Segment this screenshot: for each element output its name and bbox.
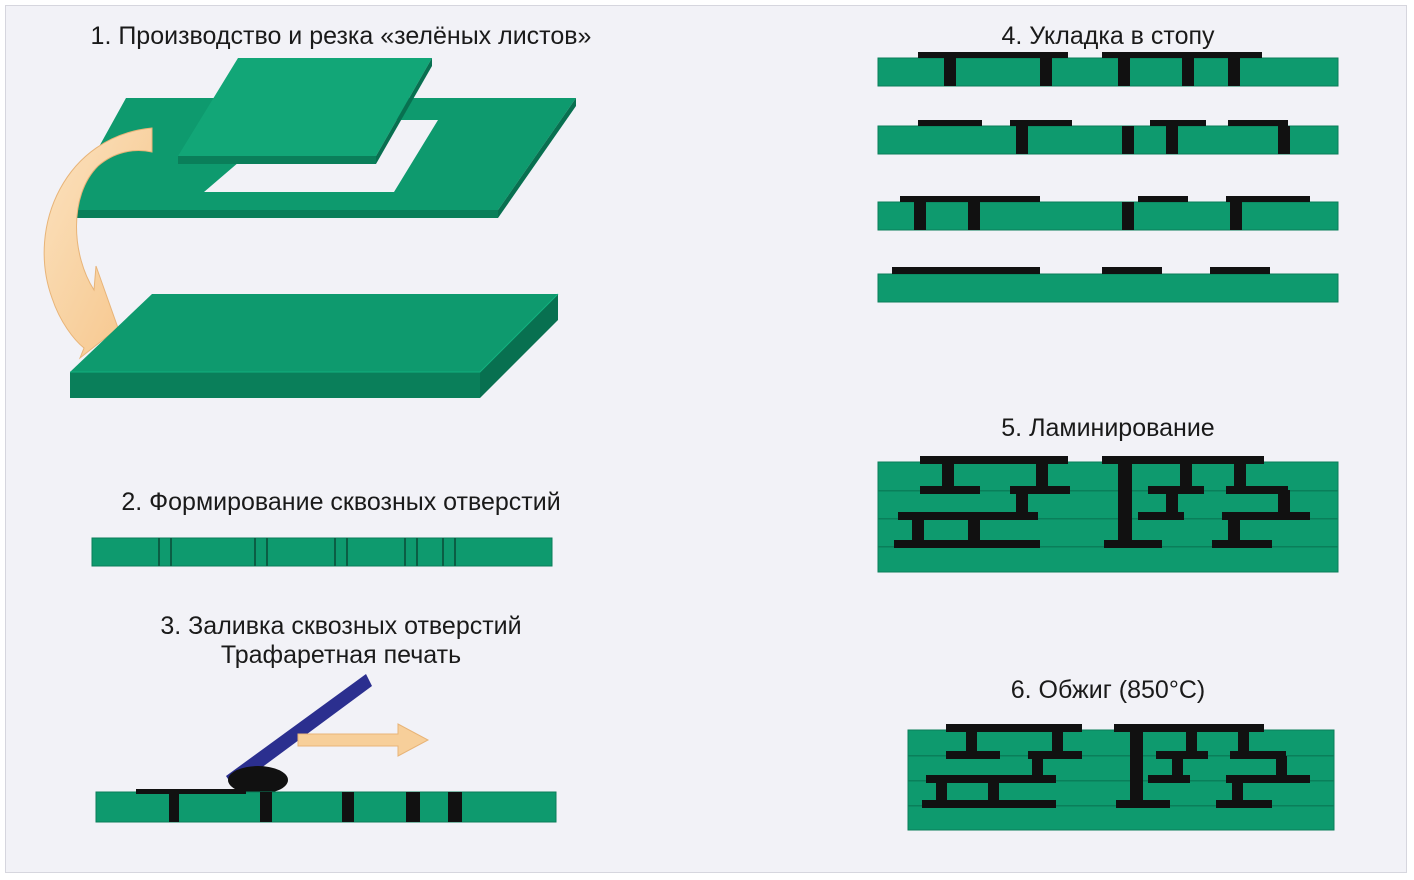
- process-diagram: 1. Производство и резка «зелёных листов»…: [5, 5, 1407, 873]
- layer-a: [877, 52, 1339, 87]
- layer-b: [877, 120, 1339, 155]
- diagram-canvas: 1. Производство и резка «зелёных листов»…: [43, 22, 1339, 831]
- green-sheet-cut-illustration: [43, 58, 576, 398]
- step6-label: 6. Обжиг (850°C): [1011, 676, 1205, 704]
- sheet-with-via-holes: [91, 537, 553, 567]
- step1-label: 1. Производство и резка «зелёных листов»: [91, 22, 592, 50]
- stacked-layers-illustration: [877, 52, 1339, 303]
- conductive-paste: [228, 766, 288, 794]
- fired-stack-illustration: [907, 724, 1335, 831]
- step5-label: 5. Ламинирование: [1001, 414, 1214, 442]
- laminated-stack-illustration: [877, 456, 1339, 573]
- squeegee-icon: [226, 674, 372, 788]
- screen-printing-illustration: [95, 674, 557, 823]
- layer-c: [877, 196, 1339, 231]
- step3-label-line2: Трафаретная печать: [221, 641, 461, 669]
- layer-d: [877, 267, 1339, 303]
- cut-out-piece: [178, 58, 432, 156]
- step3-label-line1: 3. Заливка сквозных отверстий: [160, 612, 521, 640]
- curved-arrow-icon: [43, 127, 153, 360]
- step2-label: 2. Формирование сквозных отверстий: [121, 488, 560, 516]
- green-sheet-plain: [70, 294, 558, 372]
- green-sheet-frame: [64, 98, 576, 210]
- step4-label: 4. Укладка в стопу: [1001, 22, 1215, 50]
- direction-arrow-icon: [297, 723, 430, 757]
